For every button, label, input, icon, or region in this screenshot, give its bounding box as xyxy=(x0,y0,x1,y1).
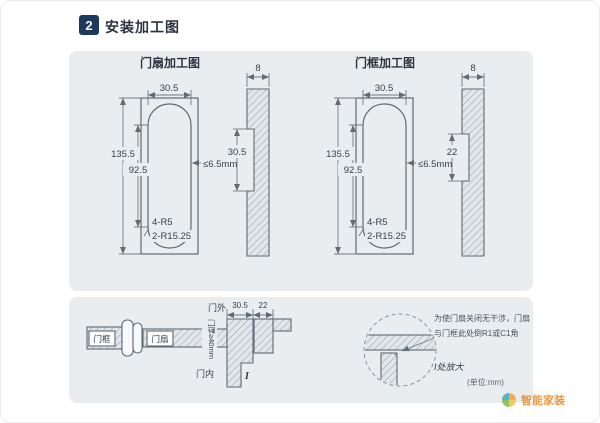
frame-radius-note-2: 2-R15.25 xyxy=(367,231,406,242)
frame-inner-height-dim: 92.5 xyxy=(344,165,363,176)
watermark-text: 智能家装 xyxy=(521,395,565,407)
leaf-depth-note: ≤6.5mm xyxy=(203,159,237,170)
frame-label-box xyxy=(88,330,116,347)
dim-text-backing xyxy=(150,230,195,242)
inside-label: 门内 xyxy=(196,368,214,379)
dim-text-backing xyxy=(202,312,217,366)
leaf-slot-width-dim: 30.5 xyxy=(160,83,179,94)
door-frame-title: 门框加工图 xyxy=(355,55,415,70)
leaf-section-thickness-dim: 8 xyxy=(255,63,260,74)
page-title: 安装加工图 xyxy=(105,19,180,35)
chamfer-note-line2: 与门框此处倒R1或C1角 xyxy=(434,328,518,338)
door-leaf-machining-diagram: 门扇加工图 xyxy=(106,55,270,257)
frame-outer-height-dim: 135.5 xyxy=(326,149,350,160)
door-leaf-title: 门扇加工图 xyxy=(140,55,200,70)
unit-note: (单位:mm) xyxy=(467,377,504,387)
frame-stub-section xyxy=(272,318,292,332)
watermark: 智能家装 xyxy=(502,392,565,408)
leaf-label: 门扇 xyxy=(151,334,168,344)
dim-text-backing xyxy=(321,147,355,160)
detail-circle xyxy=(363,313,437,387)
frame-stop-section xyxy=(253,318,274,354)
stop-width-dim: 22 xyxy=(259,301,268,310)
section-marker: I xyxy=(244,371,250,382)
chamfer-note-line1: 为使门扇关闭无干涉，门扇 xyxy=(434,313,530,323)
hinge-knuckle-outline xyxy=(121,319,134,357)
frame-slot-width-dim: 30.5 xyxy=(375,83,394,94)
leaf-section-profile xyxy=(246,88,270,257)
section-number-badge: 2 xyxy=(79,15,99,35)
frame-section-thickness-dim: 8 xyxy=(470,63,475,74)
machining-diagrams-svg: 门扇加工图 xyxy=(106,55,485,257)
leaf-inner-height-dim: 92.5 xyxy=(129,165,148,176)
dim-text-backing xyxy=(150,216,177,228)
dim-text-backing xyxy=(365,230,410,242)
assembly-section-drawing: 门外 30.5 22 门框 xyxy=(86,301,292,388)
dim-text-backing xyxy=(338,163,368,176)
assembly-section-panel: 门外 30.5 22 门框 xyxy=(69,297,533,403)
frame-depth-note: ≤6.5mm xyxy=(418,159,452,170)
door-thickness-note: 门厚≥40mm xyxy=(207,319,216,359)
hinge-leaf-outline xyxy=(132,322,143,354)
watermark-logo-icon xyxy=(502,393,516,407)
assembly-dimension-lines xyxy=(226,309,274,319)
frame-jamb-section xyxy=(226,318,254,388)
door-frame-machining-diagram: 门框加工图 xyxy=(321,55,485,257)
leaf-notch-height-dim: 30.5 xyxy=(228,147,247,158)
frame-notch-height-dim: 22 xyxy=(447,147,458,158)
dim-text-backing xyxy=(365,216,392,228)
frame-radius-note-1: 4-R5 xyxy=(367,217,388,228)
dim-text-backing xyxy=(223,145,251,158)
detail-contents xyxy=(365,334,435,385)
outside-label: 门外 xyxy=(208,302,226,313)
frame-section-profile xyxy=(461,88,485,257)
detail-view: 为使门扇关闭无干涉，门扇 与门框此处倒R1或C1角 I处放大 (单位:mm) xyxy=(363,313,530,387)
dim-text-backing xyxy=(438,145,466,158)
dim-text-backing xyxy=(123,163,153,176)
leaf-outer-height-dim: 135.5 xyxy=(111,149,135,160)
leaf-radius-note-1: 4-R5 xyxy=(152,217,173,228)
frame-label: 门框 xyxy=(93,334,111,344)
assembly-section-svg: 门外 30.5 22 门框 xyxy=(86,301,530,388)
machining-diagrams-panel: 门扇加工图 xyxy=(69,51,533,291)
dim-text-backing xyxy=(106,147,140,160)
detail-leader-line xyxy=(401,337,435,352)
detail-title: I处放大 xyxy=(434,362,465,372)
frame-depth-dim: 30.5 xyxy=(232,301,248,310)
leaf-label-box xyxy=(146,330,174,347)
leaf-radius-note-2: 2-R15.25 xyxy=(152,231,191,242)
